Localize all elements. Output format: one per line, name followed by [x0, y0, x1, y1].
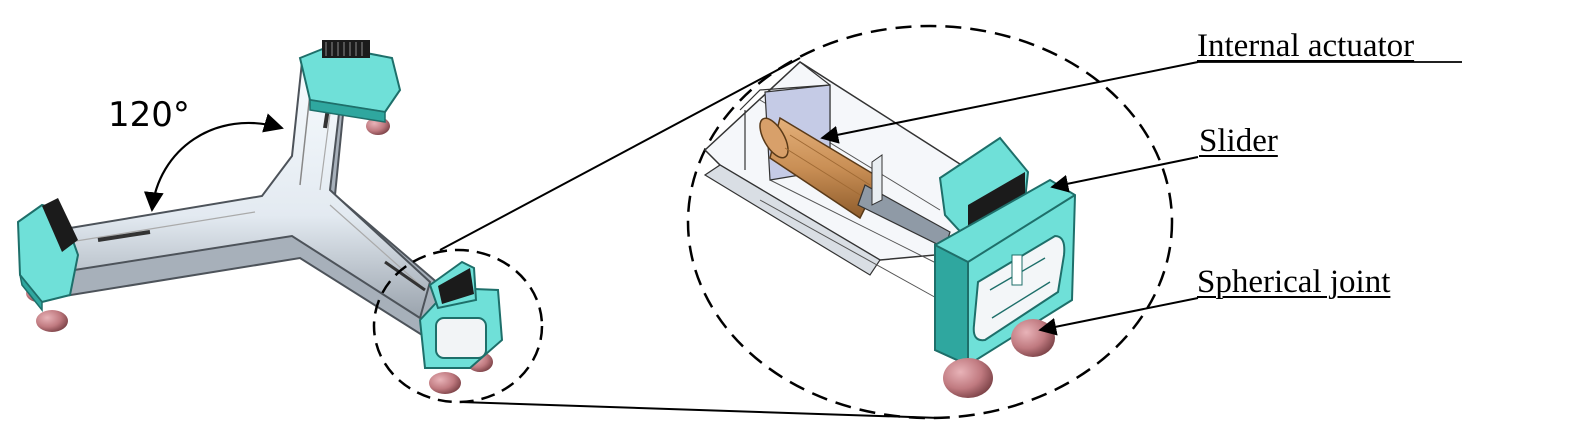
leader-slider: [1050, 156, 1199, 193]
zoom-source-circle: [372, 248, 544, 404]
angle-arc: [143, 113, 284, 212]
leader-lines: [820, 61, 1462, 336]
robot-slider-top: [298, 40, 402, 123]
slider: [934, 136, 1077, 367]
spherical-joints: [943, 319, 1055, 398]
zoom-callout: [372, 24, 1174, 420]
label-internal-actuator: Internal actuator: [1197, 28, 1415, 64]
detail-view: [703, 61, 1077, 398]
leader-actuator: [820, 61, 1199, 144]
robot-slider-left: [16, 198, 80, 313]
label-slider: Slider: [1199, 123, 1278, 159]
internal-actuator: [759, 116, 951, 249]
robot-slider-right: [418, 260, 504, 369]
label-spherical-joint: Spherical joint: [1197, 264, 1391, 300]
y-robot: [16, 40, 504, 394]
leader-joint: [1038, 297, 1199, 336]
zoom-detail-circle: [686, 24, 1174, 420]
angle-label: 120°: [108, 95, 190, 135]
